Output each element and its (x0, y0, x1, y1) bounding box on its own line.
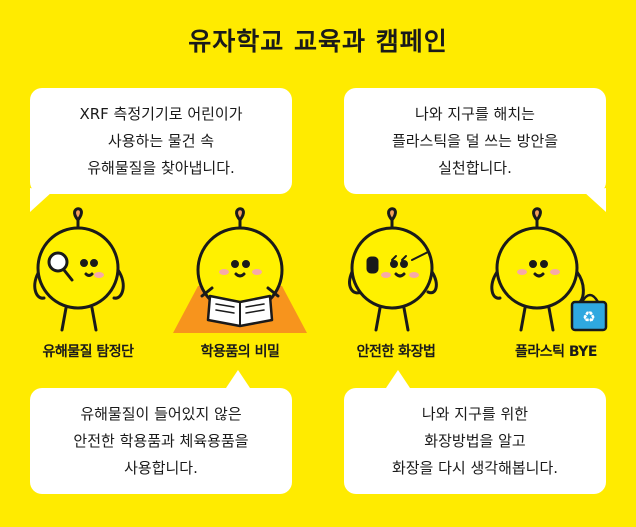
yuja-character-makeup-icon (348, 207, 438, 332)
bubble-line: 사용합니다. (124, 458, 198, 477)
yuja-character-studying-icon (173, 207, 307, 333)
bubble-line: 안전한 학용품과 체육용품을 (73, 431, 249, 450)
bubble-line: 사용하는 물건 속 (107, 131, 215, 150)
bubble-line: 플라스틱을 덜 쓰는 방안을 (391, 131, 559, 150)
page-title: 유자학교 교육과 캠페인 (188, 27, 448, 56)
bubble-tail (382, 370, 414, 394)
label-plastic-bye: 플라스틱 BYE (514, 344, 598, 360)
yuja-character-detective-icon (33, 207, 125, 332)
bubble-line: 나와 지구를 위한 (421, 404, 529, 423)
bubble-line: 유해물질이 들어있지 않은 (80, 404, 242, 423)
recycle-icon: ♻ (582, 308, 595, 326)
label-hazard-detective: 유해물질 탐정단 (42, 344, 134, 360)
speech-bubble-makeup: 나와 지구를 위한 화장방법을 알고 화장을 다시 생각해봅니다. (344, 388, 606, 494)
yuja-character-recycle-icon: ♻ (490, 207, 608, 332)
speech-bubble-detective: XRF 측정기기로 어린이가 사용하는 물건 속 유해물질을 찾아냅니다. (30, 88, 292, 194)
bubble-tail (30, 188, 52, 212)
bubble-line: 화장방법을 알고 (424, 431, 526, 450)
bubble-line: XRF 측정기기로 어린이가 (79, 104, 243, 123)
bubble-tail (222, 370, 254, 394)
bubble-line: 화장을 다시 생각해봅니다. (391, 458, 559, 477)
label-safe-makeup: 안전한 화장법 (356, 344, 436, 360)
bubble-line: 나와 지구를 해치는 (415, 104, 535, 123)
bubble-line: 유해물질을 찾아냅니다. (87, 158, 235, 177)
speech-bubble-stationery: 유해물질이 들어있지 않은 안전한 학용품과 체육용품을 사용합니다. (30, 388, 292, 494)
label-stationery-secret: 학용품의 비밀 (200, 344, 280, 360)
bubble-tail (584, 188, 606, 212)
speech-bubble-plastic: 나와 지구를 해치는 플라스틱을 덜 쓰는 방안을 실천합니다. (344, 88, 606, 194)
bubble-line: 실천합니다. (438, 158, 512, 177)
